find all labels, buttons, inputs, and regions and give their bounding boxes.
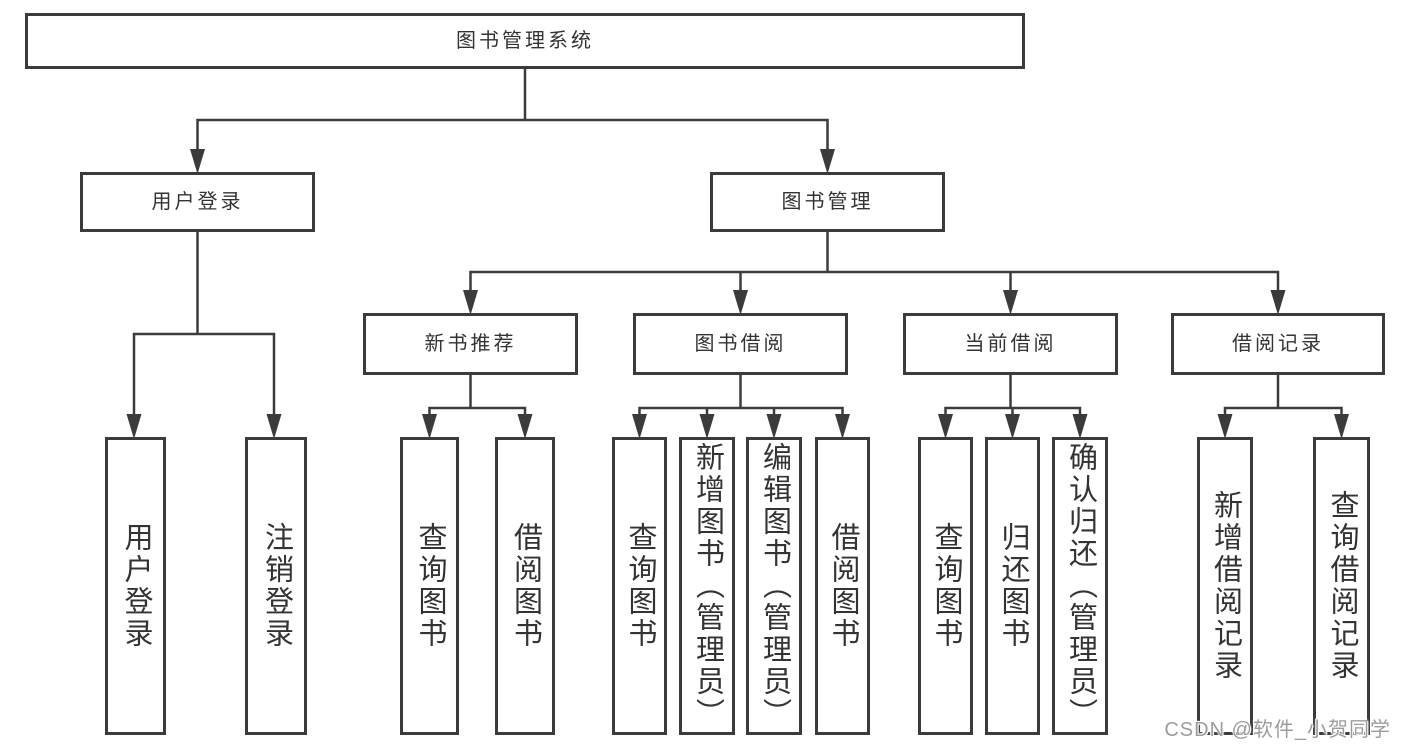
node-new-book-recommend: 新书推荐 (363, 313, 578, 375)
node-leaf-query-books-current: 查询图书 (918, 437, 973, 735)
node-leaf-borrow-books-recommend: 借阅图书 (495, 437, 555, 735)
node-user-login: 用户登录 (80, 172, 315, 232)
node-leaf-edit-books-admin: 编辑图书（管理员） (746, 437, 802, 735)
node-borrowing-records: 借阅记录 (1171, 313, 1385, 375)
node-library-system: 图书管理系统 (25, 13, 1025, 69)
node-leaf-query-books-recommend: 查询图书 (400, 437, 459, 735)
node-book-management: 图书管理 (710, 172, 945, 232)
node-leaf-confirm-return-admin: 确认归还（管理员） (1052, 437, 1108, 735)
node-leaf-query-borrow-record: 查询借阅记录 (1313, 437, 1370, 735)
node-leaf-add-borrow-record: 新增借阅记录 (1197, 437, 1253, 735)
node-leaf-add-books-admin: 新增图书（管理员） (679, 437, 735, 735)
connector-paths (132, 67, 1343, 420)
node-current-borrowing: 当前借阅 (903, 313, 1118, 375)
node-leaf-return-books: 归还图书 (985, 437, 1040, 735)
node-leaf-user-login: 用户登录 (105, 437, 166, 735)
node-book-borrowing: 图书借阅 (633, 313, 848, 375)
node-leaf-logout: 注销登录 (245, 437, 307, 735)
node-leaf-query-books-borrow: 查询图书 (612, 437, 667, 735)
arrowhead-icons (126, 149, 1349, 439)
node-leaf-borrow-books: 借阅图书 (815, 437, 870, 735)
watermark: CSDN @软件_小贺同学 (1164, 719, 1391, 741)
